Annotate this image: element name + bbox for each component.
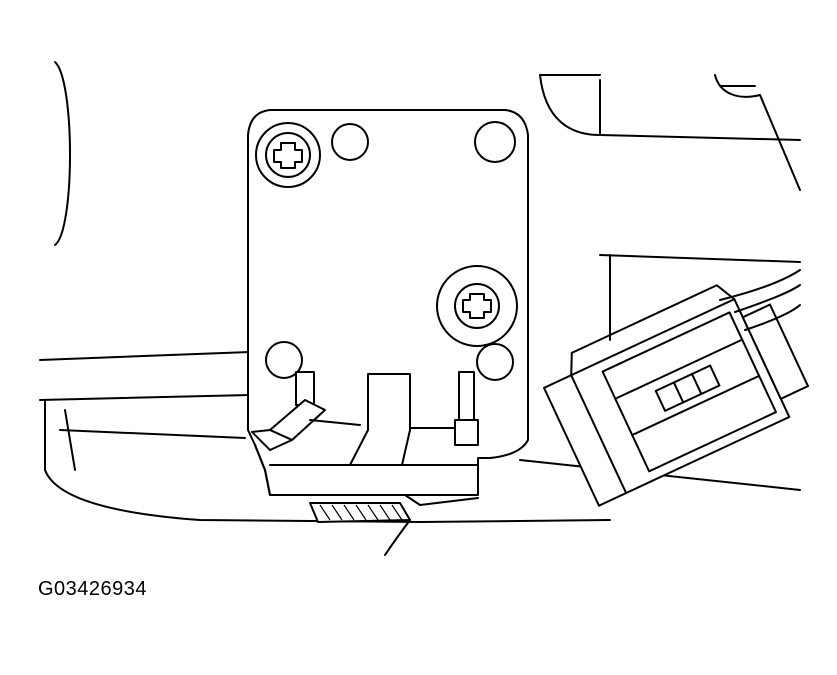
figure-id-label: G03426934 [38,578,148,600]
connector-wires [719,269,801,331]
upper-left-screw [255,122,321,188]
hatched-clip [309,494,479,556]
electrical-connector [543,284,810,507]
terminal-pins [251,371,479,466]
lower-right-screw [436,265,518,347]
mounting-holes [265,121,516,381]
mechanical-assembly-illustration [39,61,810,556]
